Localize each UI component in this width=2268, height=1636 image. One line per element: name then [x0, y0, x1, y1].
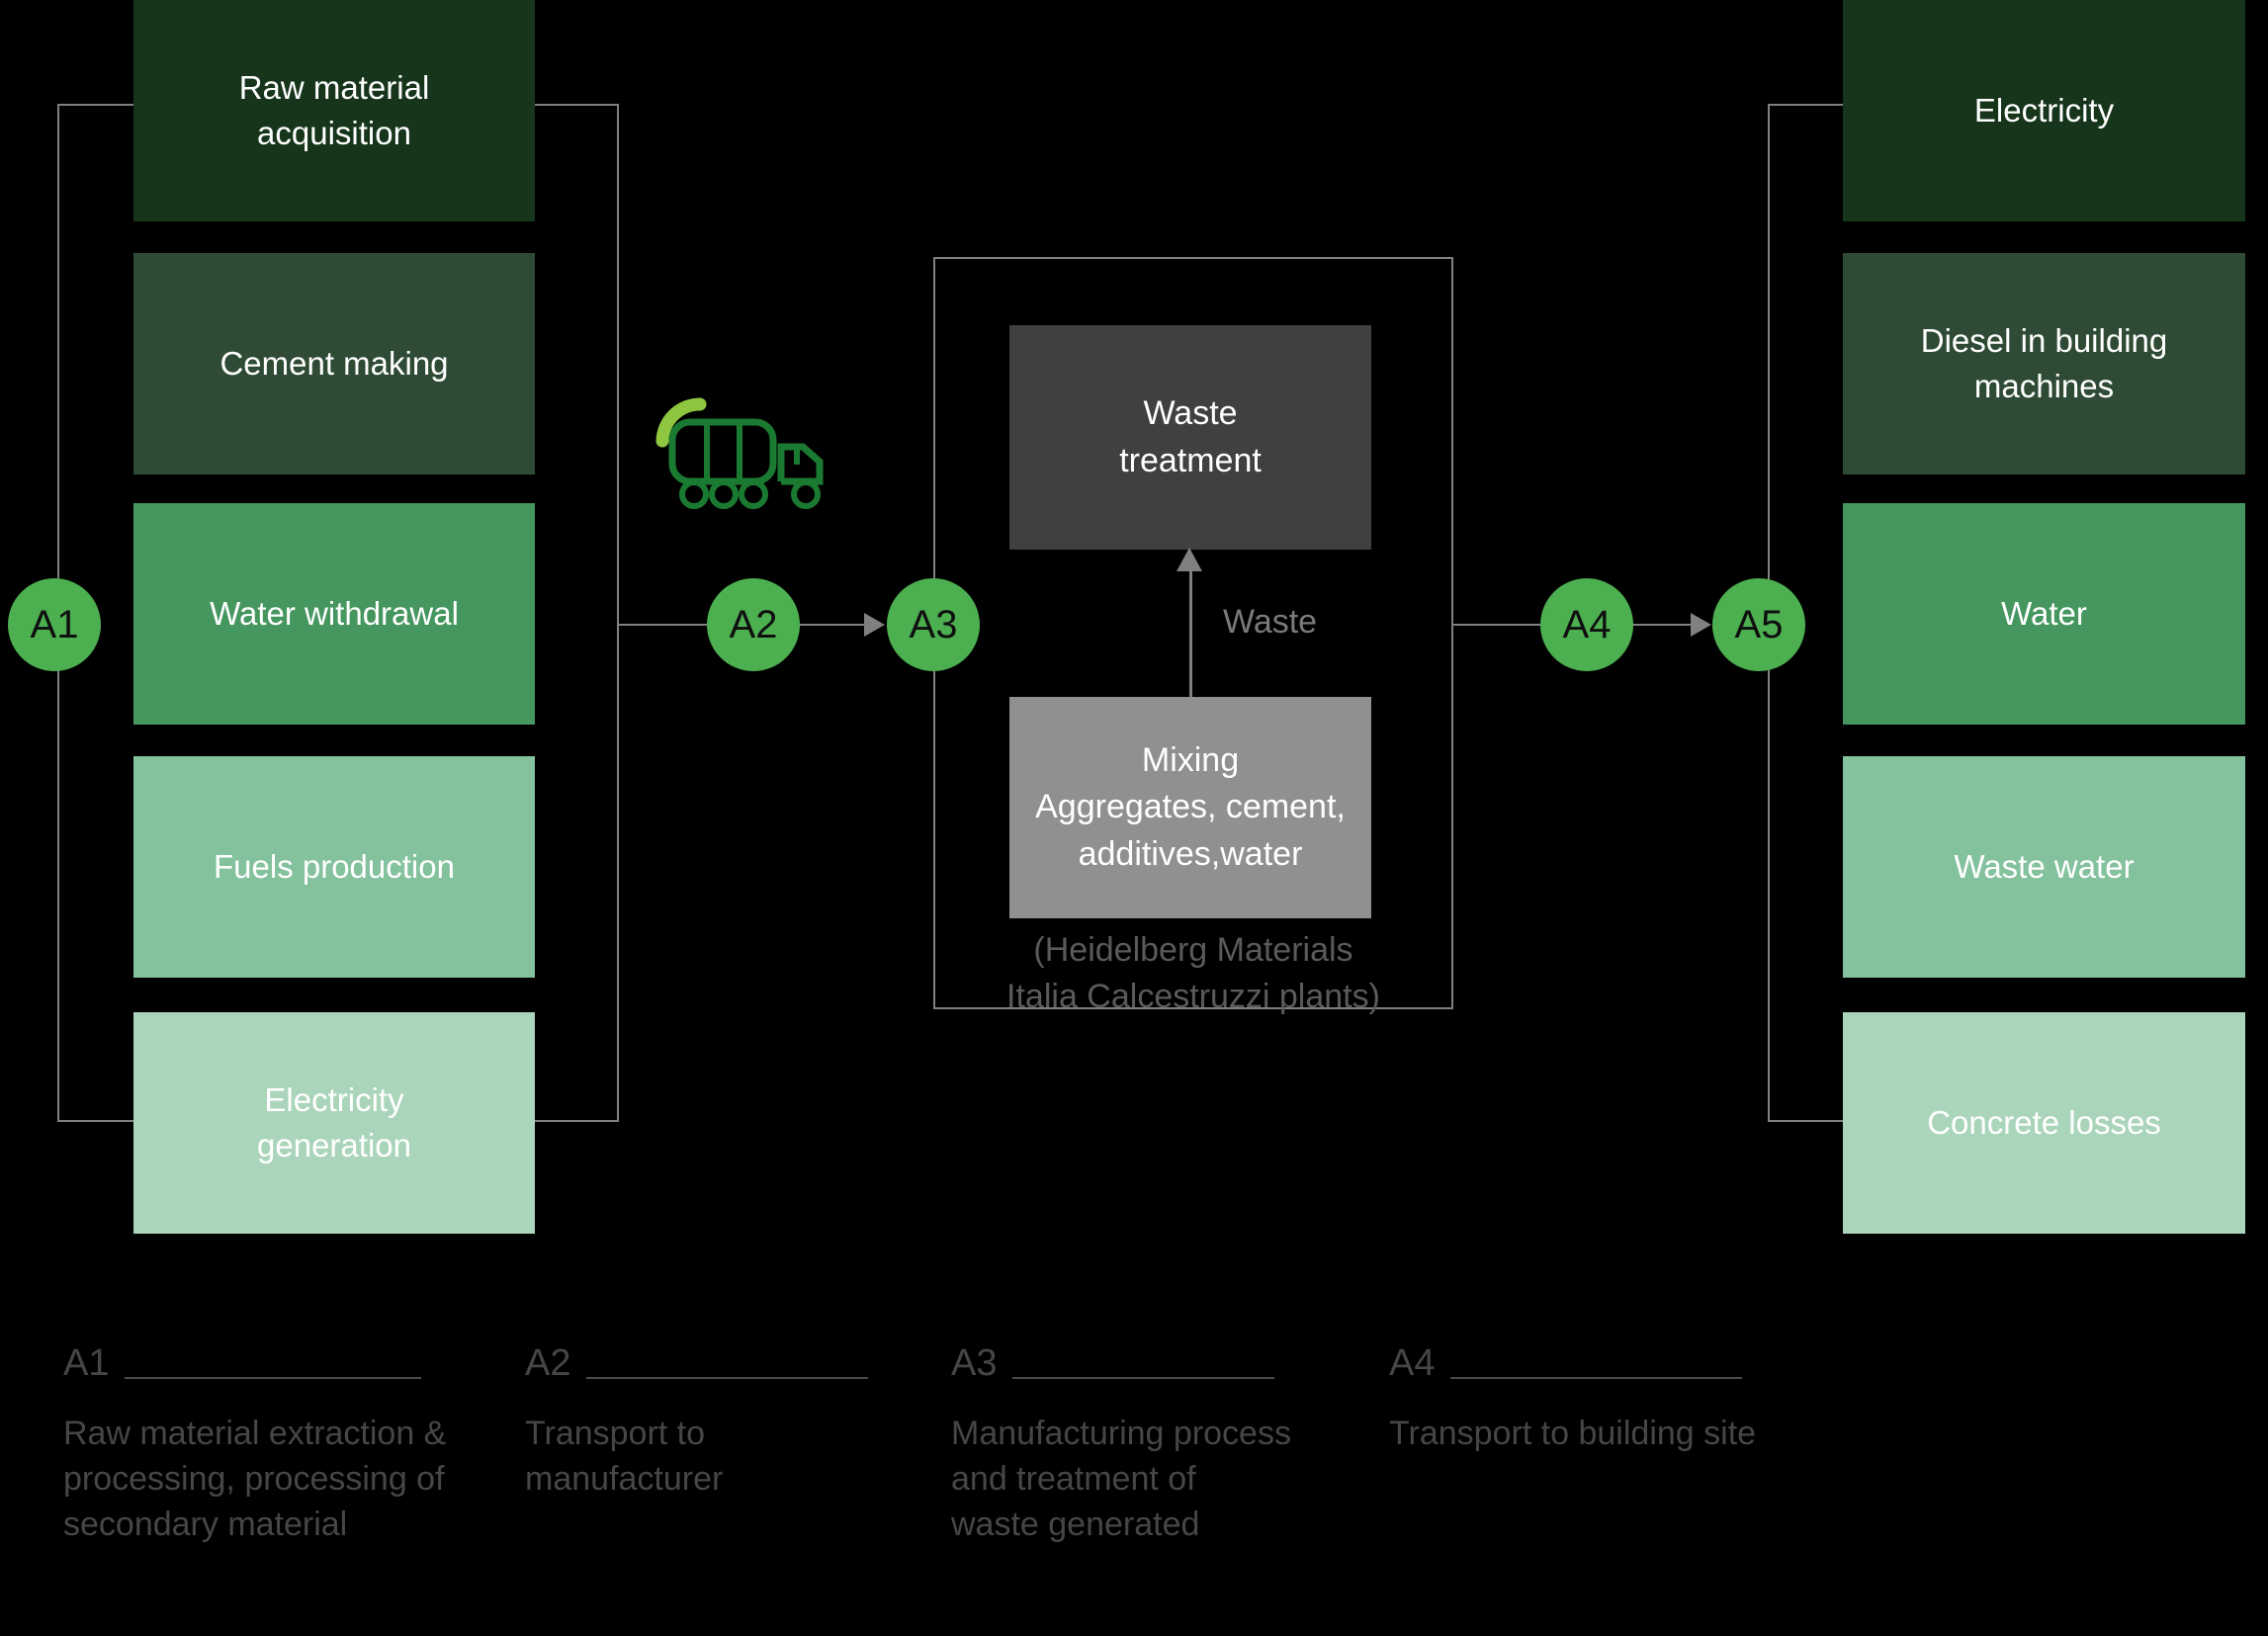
connector-line-a4-to-a5: [1632, 624, 1694, 626]
connector-line-a2-to-a3: [799, 624, 868, 626]
legend-code-a3: A3: [951, 1342, 998, 1384]
stage-label-a2: A2: [729, 602, 778, 646]
legend-code-a1: A1: [63, 1342, 110, 1384]
stage-label-a3: A3: [909, 602, 958, 646]
waste-arrow-head: [1177, 548, 1202, 571]
box-label: Raw material acquisition: [238, 68, 430, 151]
waste-arrow-label: Waste: [1223, 603, 1318, 641]
box-label: Water: [2001, 594, 2087, 632]
legend-header: A4: [1389, 1344, 1814, 1382]
legend-item-a4: A4 Transport to building site: [1389, 1344, 1814, 1457]
stage-label-a5: A5: [1734, 602, 1784, 646]
box-label: Fuels production: [214, 847, 455, 885]
legend-header: A3: [951, 1344, 1292, 1382]
legend-item-a3: A3 Manufacturing process and treatment o…: [951, 1344, 1292, 1548]
input-box-fuels-production: Fuels production: [133, 756, 535, 978]
stage-circle-a5: A5: [1712, 578, 1805, 671]
connector-line-a1-to-a2: [619, 624, 710, 626]
legend-underline: [586, 1377, 869, 1379]
stage-circle-a2: A2: [707, 578, 800, 671]
stage-circle-a3: A3: [887, 578, 980, 671]
output-box-concrete-losses: Concrete losses: [1843, 1012, 2245, 1234]
waste-treatment-label: Waste treatment: [1119, 393, 1262, 479]
waste-arrow-line: [1189, 571, 1192, 697]
legend-header: A2: [525, 1342, 869, 1384]
legend-item-a2: A2 Transport to manufacturer: [525, 1342, 869, 1503]
box-label: Waste water: [1954, 847, 2135, 885]
legend-code-a4: A4: [1389, 1342, 1436, 1384]
mixing-box: Mixing Aggregates, cement, additives,wat…: [1009, 697, 1371, 918]
legend-description-a1: Raw material extraction & processing, pr…: [63, 1415, 447, 1543]
box-label: Electricity: [1973, 91, 2115, 129]
connector-line-box-to-a4: [1453, 624, 1542, 626]
box-label: Concrete losses: [1927, 1103, 2161, 1141]
legend-code-a2: A2: [525, 1342, 571, 1384]
stage-circle-a1: A1: [8, 578, 101, 671]
arrow-head-a2-to-a3: [864, 613, 885, 637]
mixing-label: Mixing Aggregates, cement, additives,wat…: [1035, 740, 1346, 873]
legend-underline: [1450, 1377, 1743, 1379]
box-label: Diesel in building machines: [1920, 321, 2168, 404]
concrete-mixer-truck-icon: [653, 395, 885, 539]
legend-item-a1: A1 Raw material extraction & processing,…: [63, 1344, 457, 1548]
legend-description-a4: Transport to building site: [1389, 1415, 1757, 1452]
legend-underline: [1012, 1377, 1275, 1379]
input-box-cement-making: Cement making: [133, 253, 535, 474]
arrow-head-a4-to-a5: [1691, 613, 1711, 637]
stage-circle-a4: A4: [1540, 578, 1633, 671]
box-label: Electricity generation: [257, 1080, 411, 1163]
stage-label-a1: A1: [30, 602, 79, 646]
output-box-water: Water: [1843, 503, 2245, 725]
legend-header: A1: [63, 1344, 457, 1382]
box-label: Cement making: [219, 344, 449, 382]
stage-label-a4: A4: [1562, 602, 1612, 646]
input-box-raw-material-acquisition: Raw material acquisition: [133, 0, 535, 221]
legend-underline: [125, 1377, 422, 1379]
output-box-diesel-in-building-machines: Diesel in building machines: [1843, 253, 2245, 474]
output-box-electricity: Electricity: [1843, 0, 2245, 221]
input-box-electricity-generation: Electricity generation: [133, 1012, 535, 1234]
legend-description-a2: Transport to manufacturer: [525, 1415, 724, 1498]
input-box-water-withdrawal: Water withdrawal: [133, 503, 535, 725]
output-box-waste-water: Waste water: [1843, 756, 2245, 978]
plant-note: (Heidelberg Materials Italia Calcestruzz…: [1006, 931, 1380, 1015]
legend-description-a3: Manufacturing process and treatment of w…: [951, 1415, 1291, 1543]
waste-treatment-box: Waste treatment: [1009, 325, 1371, 550]
box-label: Water withdrawal: [210, 594, 459, 632]
